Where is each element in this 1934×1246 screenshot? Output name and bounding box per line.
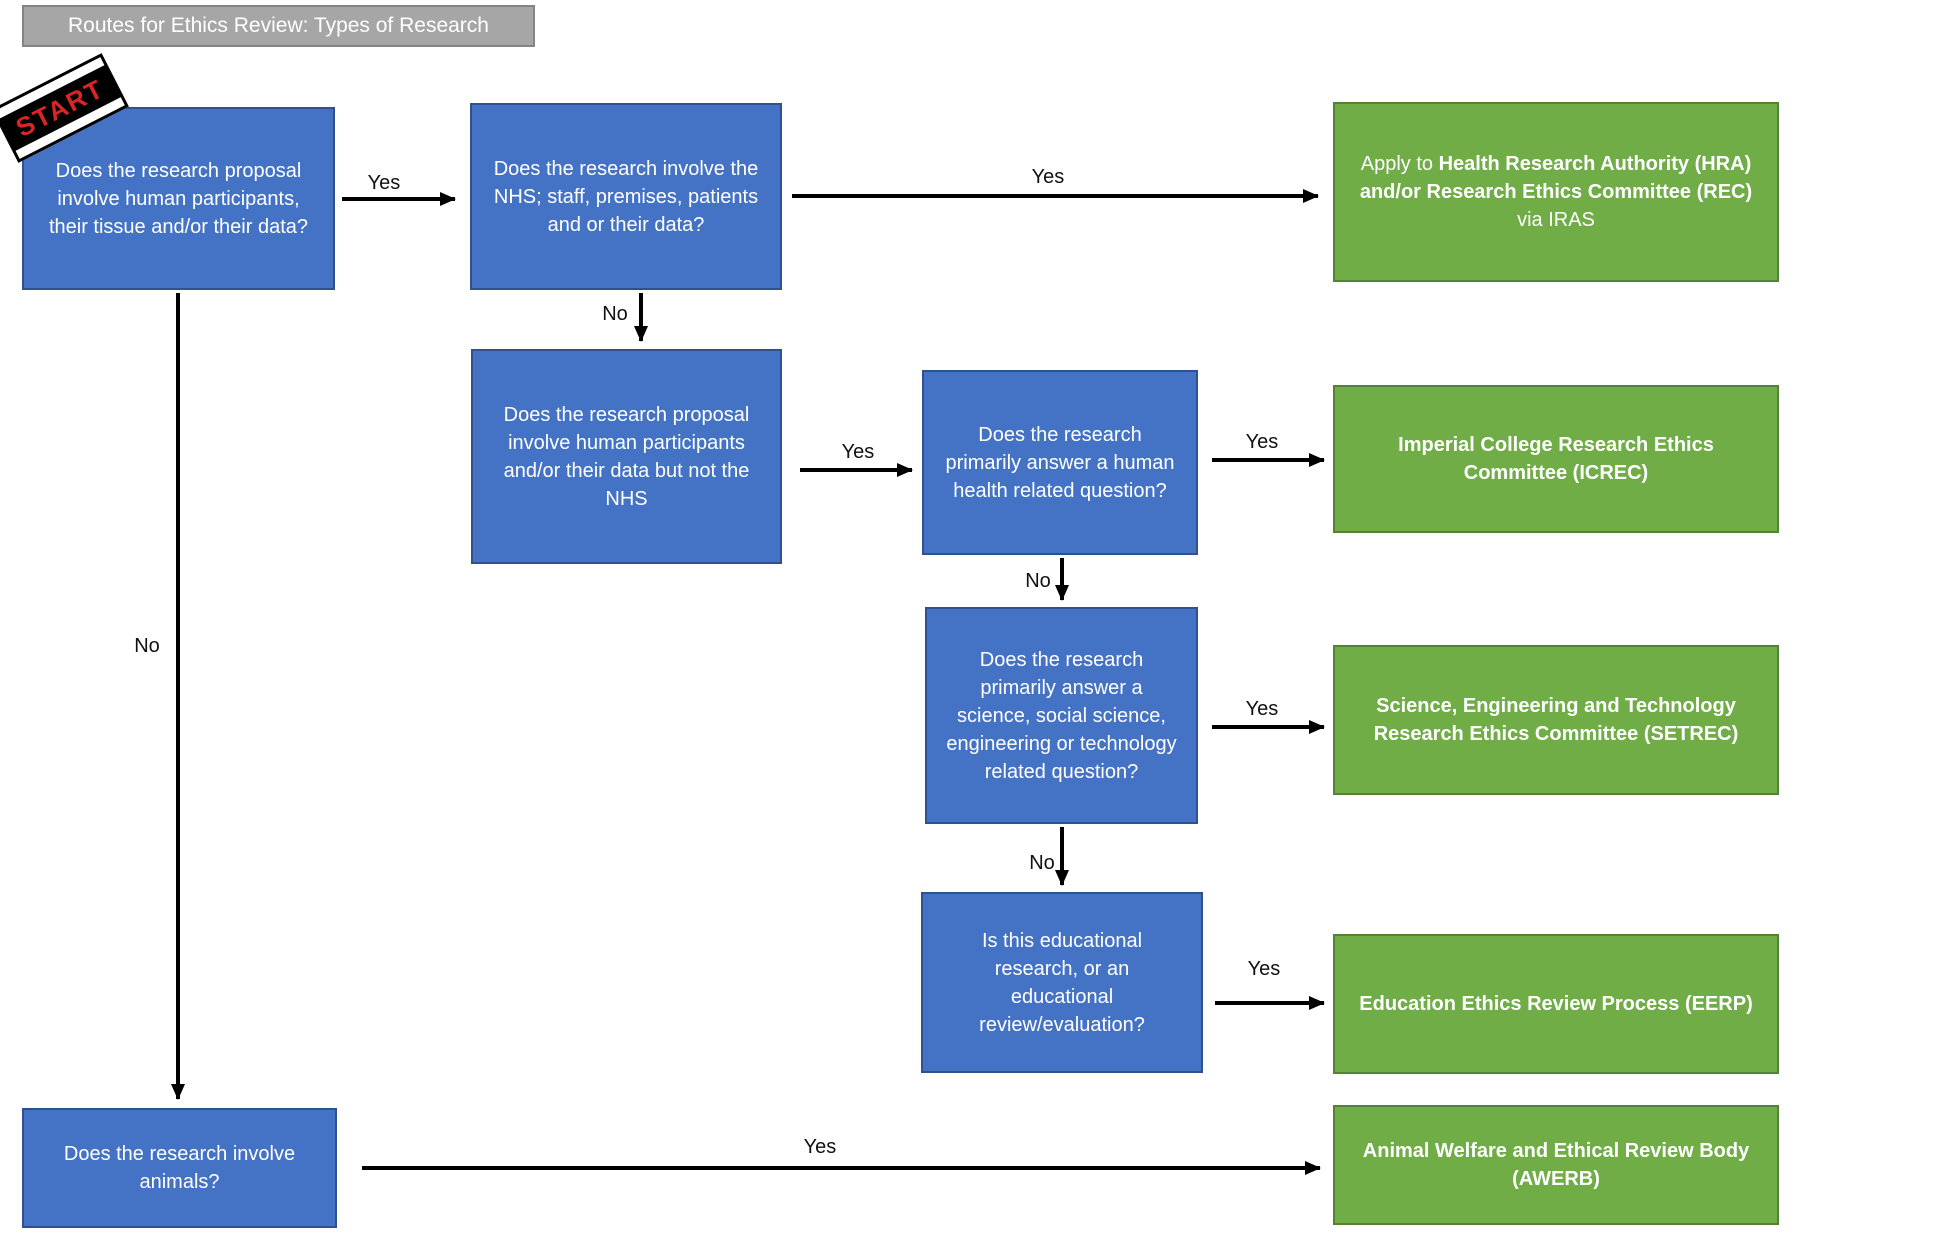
edge-label-yes-q3-q4: Yes <box>841 441 875 463</box>
node-q2-nhs-involvement: Does the research involve the NHS; staff… <box>470 103 782 290</box>
node-q4-health-question: Does the research primarily answer a hum… <box>922 370 1198 555</box>
edge-label-no-q2-q3: No <box>602 303 628 325</box>
node-q6-educational-research: Is this educational research, or an educ… <box>921 892 1203 1073</box>
outcome-awerb-text: Animal Welfare and Ethical Review Body (… <box>1362 1140 1750 1190</box>
node-q6-text: Is this educational research, or an educ… <box>979 929 1145 1036</box>
node-q7-text: Does the research involve animals? <box>63 1143 296 1193</box>
outcome-hra-bold: Health Research Authority (HRA) and/or R… <box>1359 153 1753 203</box>
node-q3-text: Does the research proposal involve human… <box>503 403 750 510</box>
outcome-hra-rec: Apply to Health Research Authority (HRA)… <box>1333 102 1779 282</box>
outcome-setrec: Science, Engineering and Technology Rese… <box>1333 645 1779 795</box>
outcome-awerb: Animal Welfare and Ethical Review Body (… <box>1333 1105 1779 1225</box>
node-q1-text: Does the research proposal involve human… <box>48 159 309 238</box>
edge-label-yes-q1-q2: Yes <box>367 172 401 194</box>
outcome-icrec: Imperial College Research Ethics Committ… <box>1333 385 1779 533</box>
outcome-hra-prefix: Apply to <box>1360 153 1439 175</box>
node-q3-human-not-nhs: Does the research proposal involve human… <box>471 349 782 564</box>
edge-label-yes-q2-hra: Yes <box>1031 166 1065 188</box>
node-q2-text: Does the research involve the NHS; staff… <box>493 157 759 236</box>
outcome-hra-text: Apply to Health Research Authority (HRA)… <box>1353 150 1759 234</box>
edge-label-yes-animals-awerb: Yes <box>803 1136 837 1158</box>
outcome-setrec-text: Science, Engineering and Technology Rese… <box>1373 695 1739 745</box>
diagram-title: Routes for Ethics Review: Types of Resea… <box>22 5 535 47</box>
node-q7-animals: Does the research involve animals? <box>22 1108 337 1228</box>
edge-label-yes-q6-eerp: Yes <box>1247 958 1281 980</box>
node-q5-text: Does the research primarily answer a sci… <box>946 648 1177 783</box>
outcome-hra-suffix: via IRAS <box>1517 209 1595 231</box>
edge-label-yes-q4-icrec: Yes <box>1245 431 1279 453</box>
outcome-eerp-text: Education Ethics Review Process (EERP) <box>1359 993 1753 1015</box>
node-q5-science-engineering-question: Does the research primarily answer a sci… <box>925 607 1198 824</box>
edge-label-yes-q5-setrec: Yes <box>1245 698 1279 720</box>
node-q4-text: Does the research primarily answer a hum… <box>945 423 1175 502</box>
edge-label-no-q5-q6: No <box>1029 852 1055 874</box>
edge-label-no-q4-q5: No <box>1025 570 1051 592</box>
outcome-eerp: Education Ethics Review Process (EERP) <box>1333 934 1779 1074</box>
outcome-icrec-text: Imperial College Research Ethics Committ… <box>1398 434 1714 484</box>
node-q1-human-participants: Does the research proposal involve human… <box>22 107 335 290</box>
edge-label-no-q1-animals: No <box>134 635 160 657</box>
